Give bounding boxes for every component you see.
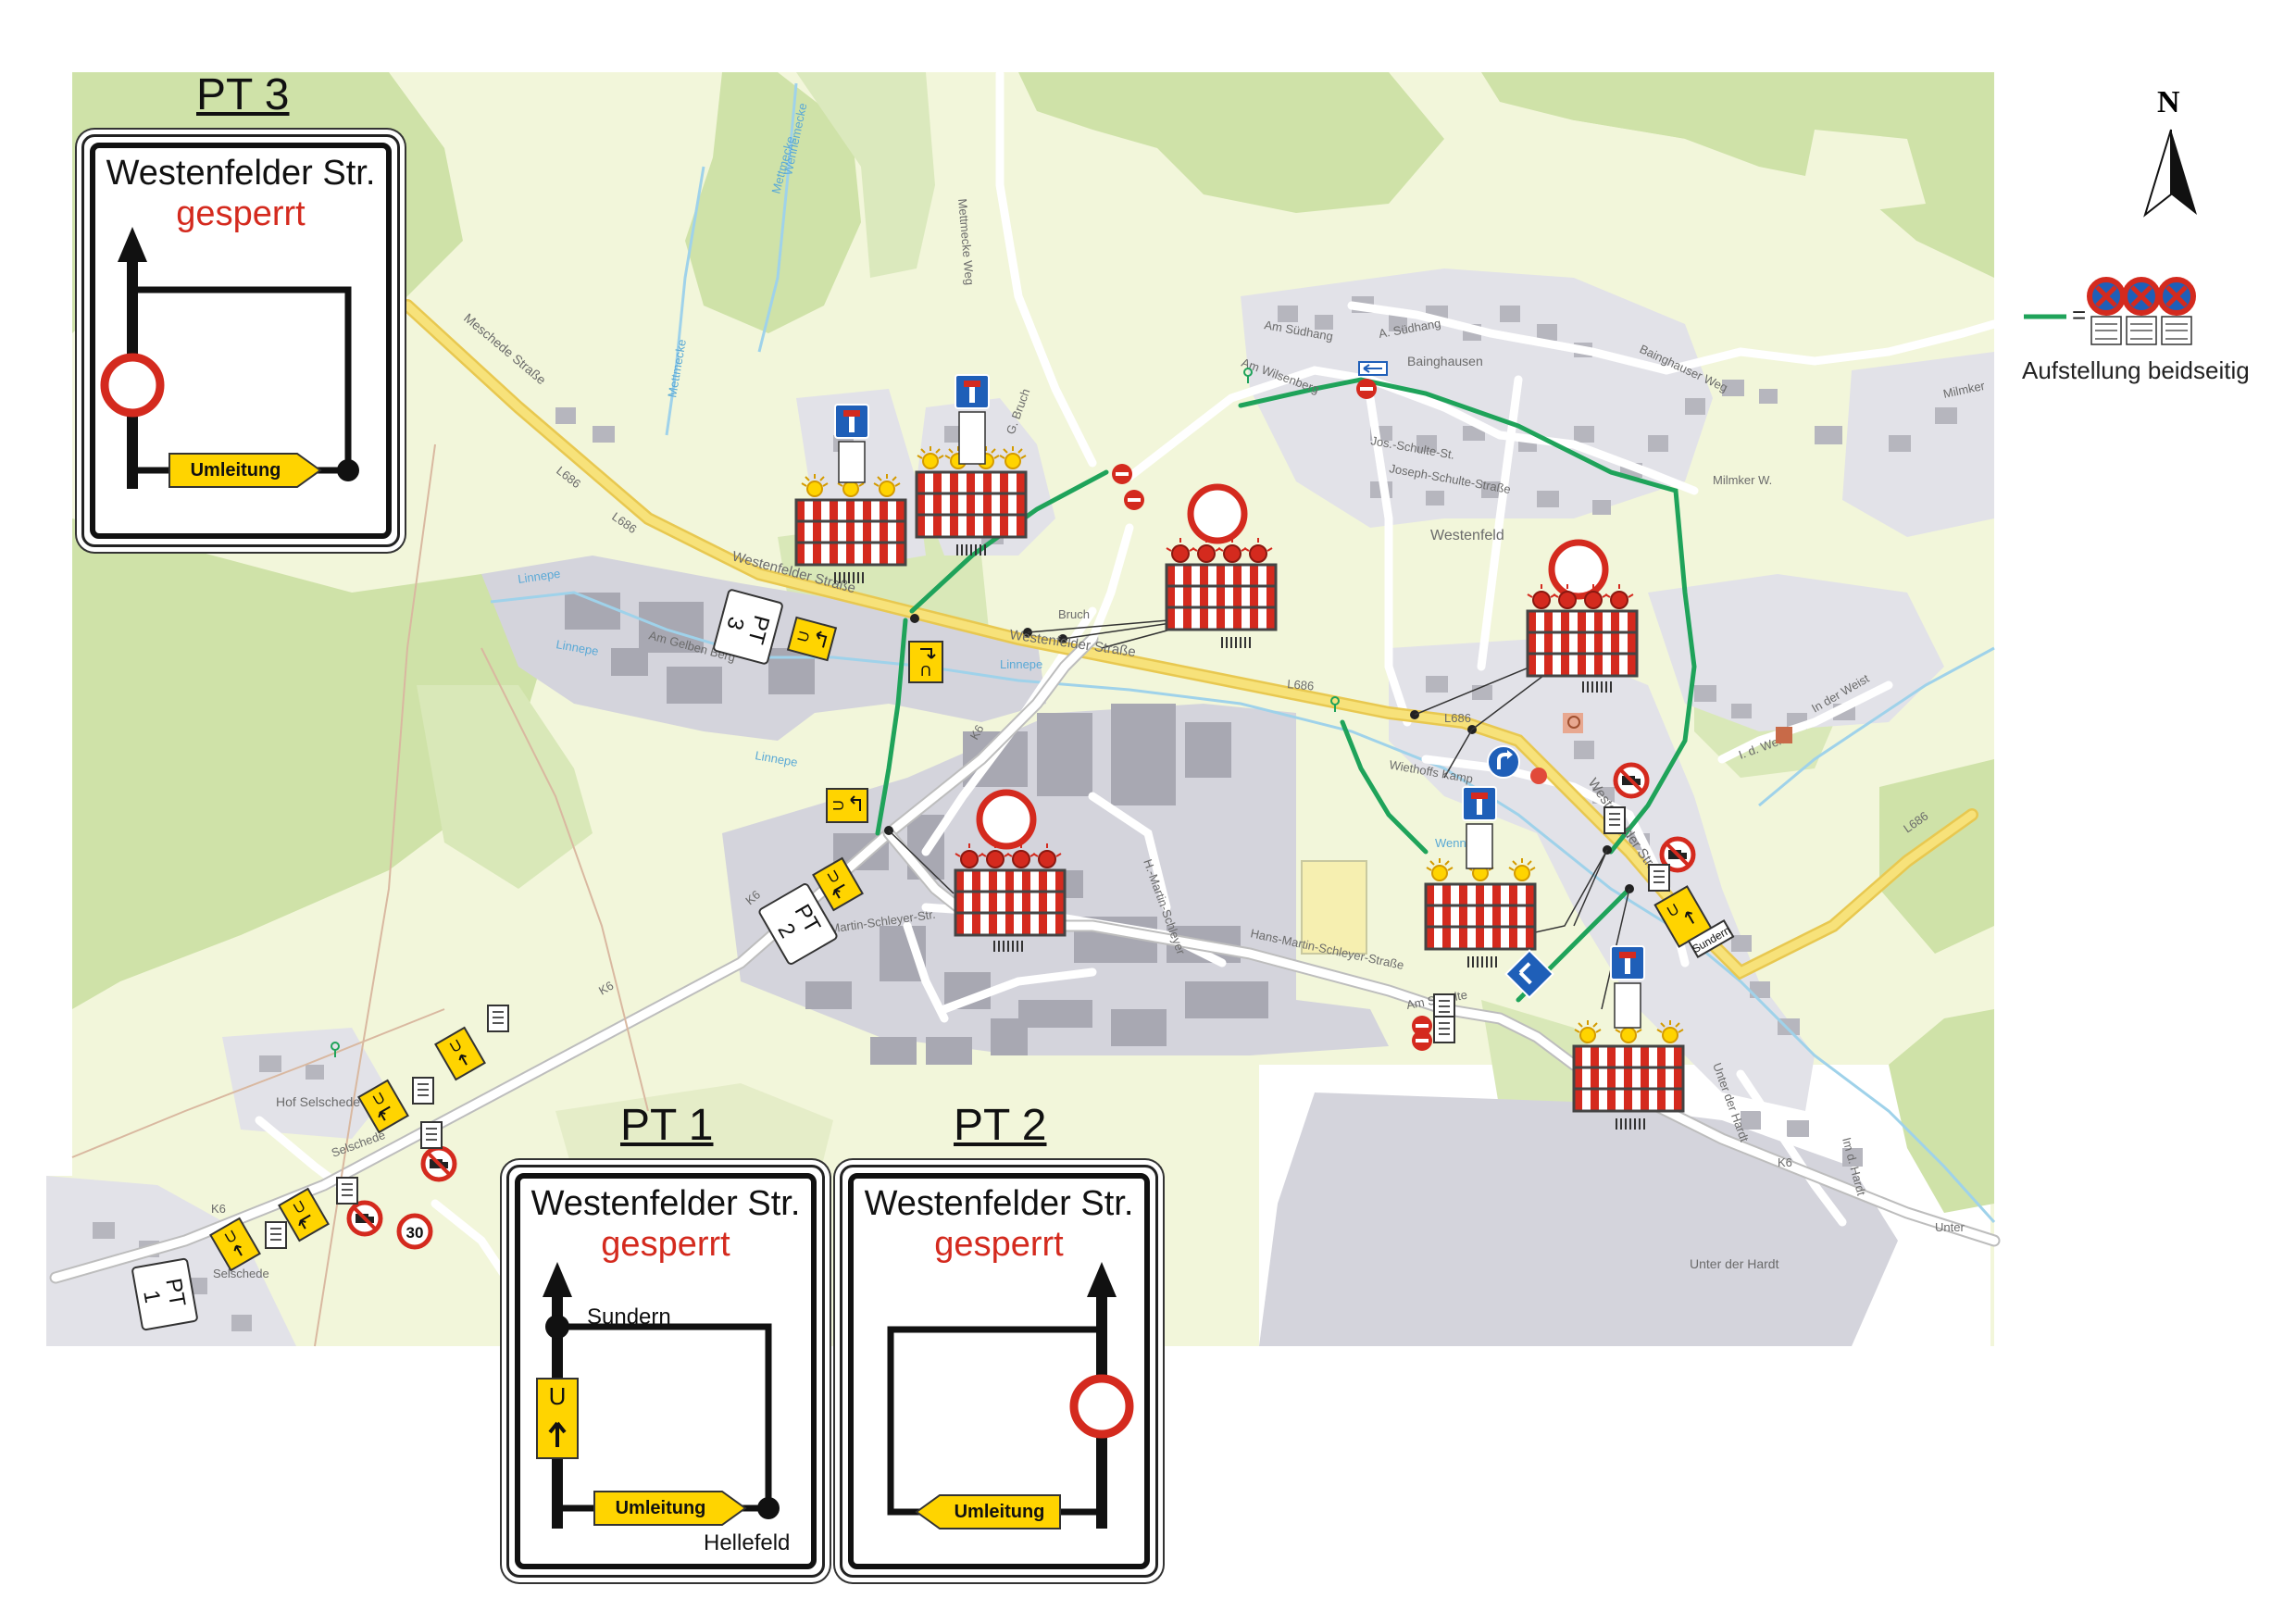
dead-end-sign-1 xyxy=(834,404,869,483)
pt3-heading: PT 3 xyxy=(196,70,290,119)
label-milmker-weg: Milmker W. xyxy=(1713,473,1772,487)
pt1-marker: PT 1 xyxy=(131,1257,198,1331)
route-u-sign-8: U xyxy=(209,1217,261,1272)
route-u-signs: U U U U U U U xyxy=(209,616,1735,1272)
one-way-arrow-sign xyxy=(1358,361,1388,376)
route-u-sign-5: U xyxy=(434,1026,486,1081)
pt2-heading: PT 2 xyxy=(954,1101,1047,1150)
pt2-title: Westenfelder Str. xyxy=(864,1184,1134,1223)
route-u-sign-7: U xyxy=(278,1187,330,1242)
north-arrow-icon xyxy=(2143,129,2197,218)
route-u-sign-6: U xyxy=(357,1079,409,1134)
sports-field xyxy=(1301,860,1367,955)
pt1-sign-border xyxy=(515,1173,817,1569)
dead-end-sign-3 xyxy=(1462,786,1497,869)
legend-symbols xyxy=(2024,280,2193,345)
label-wenne: Wenne xyxy=(1435,836,1473,850)
pt1-detour-label: Umleitung xyxy=(615,1498,706,1518)
pt1-diagram xyxy=(536,1262,780,1529)
label-bainghausen: Bainghausen xyxy=(1407,354,1483,368)
label-l686-c: L686 xyxy=(1287,677,1315,693)
pt2-sign-border xyxy=(848,1173,1150,1569)
pt1-route-letter: U xyxy=(548,1382,567,1410)
pt1-title: Westenfelder Str. xyxy=(530,1184,801,1223)
route-u-sign-1: U xyxy=(786,616,838,662)
label-unter-der-hardt: Unter der Hardt xyxy=(1690,1256,1779,1271)
pt2-marker: PT 2 xyxy=(758,883,838,965)
label-linnepe-4: Linnepe xyxy=(1000,657,1042,671)
pt-markers: PT 3 PT 2 PT 1 xyxy=(131,589,838,1331)
legend-equals: = xyxy=(2072,301,2087,329)
pt3-detour-sign xyxy=(168,453,322,488)
pt1-sign: Westenfelder Str. gesperrt U Sundern Hel… xyxy=(506,1165,825,1578)
route-u-sign-3: U xyxy=(826,788,868,823)
label-linnepe: Linnepe xyxy=(517,567,561,586)
label-k6-c: K6 xyxy=(211,1202,226,1216)
turn-right-sign xyxy=(1487,745,1520,779)
north-label: N xyxy=(2157,85,2180,119)
pt1-heading: PT 1 xyxy=(620,1101,714,1150)
label-k6-e: K6 xyxy=(1778,1155,1792,1169)
pt3-title: Westenfelder Str. xyxy=(106,154,376,193)
route-u-sign-4: U xyxy=(812,856,864,912)
pt1-marker-line1: PT xyxy=(160,1277,190,1309)
speed-limit-sign: 30 xyxy=(396,1213,433,1250)
pt1-place-bottom: Hellefeld xyxy=(704,1530,791,1555)
label-bruch: Bruch xyxy=(1058,607,1090,621)
label-unter: Unter xyxy=(1935,1220,1965,1234)
pt3-sign: Westenfelder Str. gesperrt Umleitung xyxy=(81,134,400,547)
legend-text: Aufstellung beidseitig xyxy=(2022,356,2250,384)
pt2-status: gesperrt xyxy=(934,1225,1064,1264)
pt1-status: gesperrt xyxy=(601,1225,730,1264)
pt1-place-top: Sundern xyxy=(587,1305,671,1330)
poi-markers xyxy=(1530,713,1792,784)
label-selschede-2: Selschede xyxy=(213,1267,269,1280)
speed-limit-value: 30 xyxy=(406,1224,424,1242)
pt1-detour-sign xyxy=(593,1491,747,1526)
label-k6-b: K6 xyxy=(596,979,616,998)
pt3-closure-ring xyxy=(100,353,165,418)
pt1-marker-line2: 1 xyxy=(138,1289,165,1305)
route-u-letter-3: U xyxy=(831,800,847,811)
label-l686-d: L686 xyxy=(1444,711,1471,725)
pt3-sign-border xyxy=(90,143,392,539)
route-u-letter-2: U xyxy=(920,662,931,678)
pt2-diagram xyxy=(887,1262,1134,1529)
pt3-detour-label: Umleitung xyxy=(190,460,281,481)
bus-stop-pins xyxy=(331,368,1340,1057)
pt2-sign: Westenfelder Str. gesperrt Umleitung xyxy=(840,1165,1158,1578)
pt3-diagram xyxy=(100,227,359,489)
label-westenfeld: Westenfeld xyxy=(1430,528,1504,543)
dead-end-sign-4 xyxy=(1610,945,1645,1029)
detour-diamond-sign xyxy=(1504,949,1554,999)
pt2-detour-sign xyxy=(915,1494,1061,1529)
route-u-sign-2: U xyxy=(908,641,943,683)
label-k6-d: K6 xyxy=(967,722,987,742)
dead-end-sign-2 xyxy=(955,374,990,465)
label-hof-selschede: Hof Selschede xyxy=(276,1094,360,1109)
pt3-marker: PT 3 xyxy=(713,589,783,665)
main-roads xyxy=(401,299,1978,980)
pt3-status: gesperrt xyxy=(176,194,306,233)
route-u-letter-1: U xyxy=(795,630,813,644)
pt2-detour-label: Umleitung xyxy=(954,1502,1045,1522)
pt2-closure-ring xyxy=(1069,1374,1134,1439)
